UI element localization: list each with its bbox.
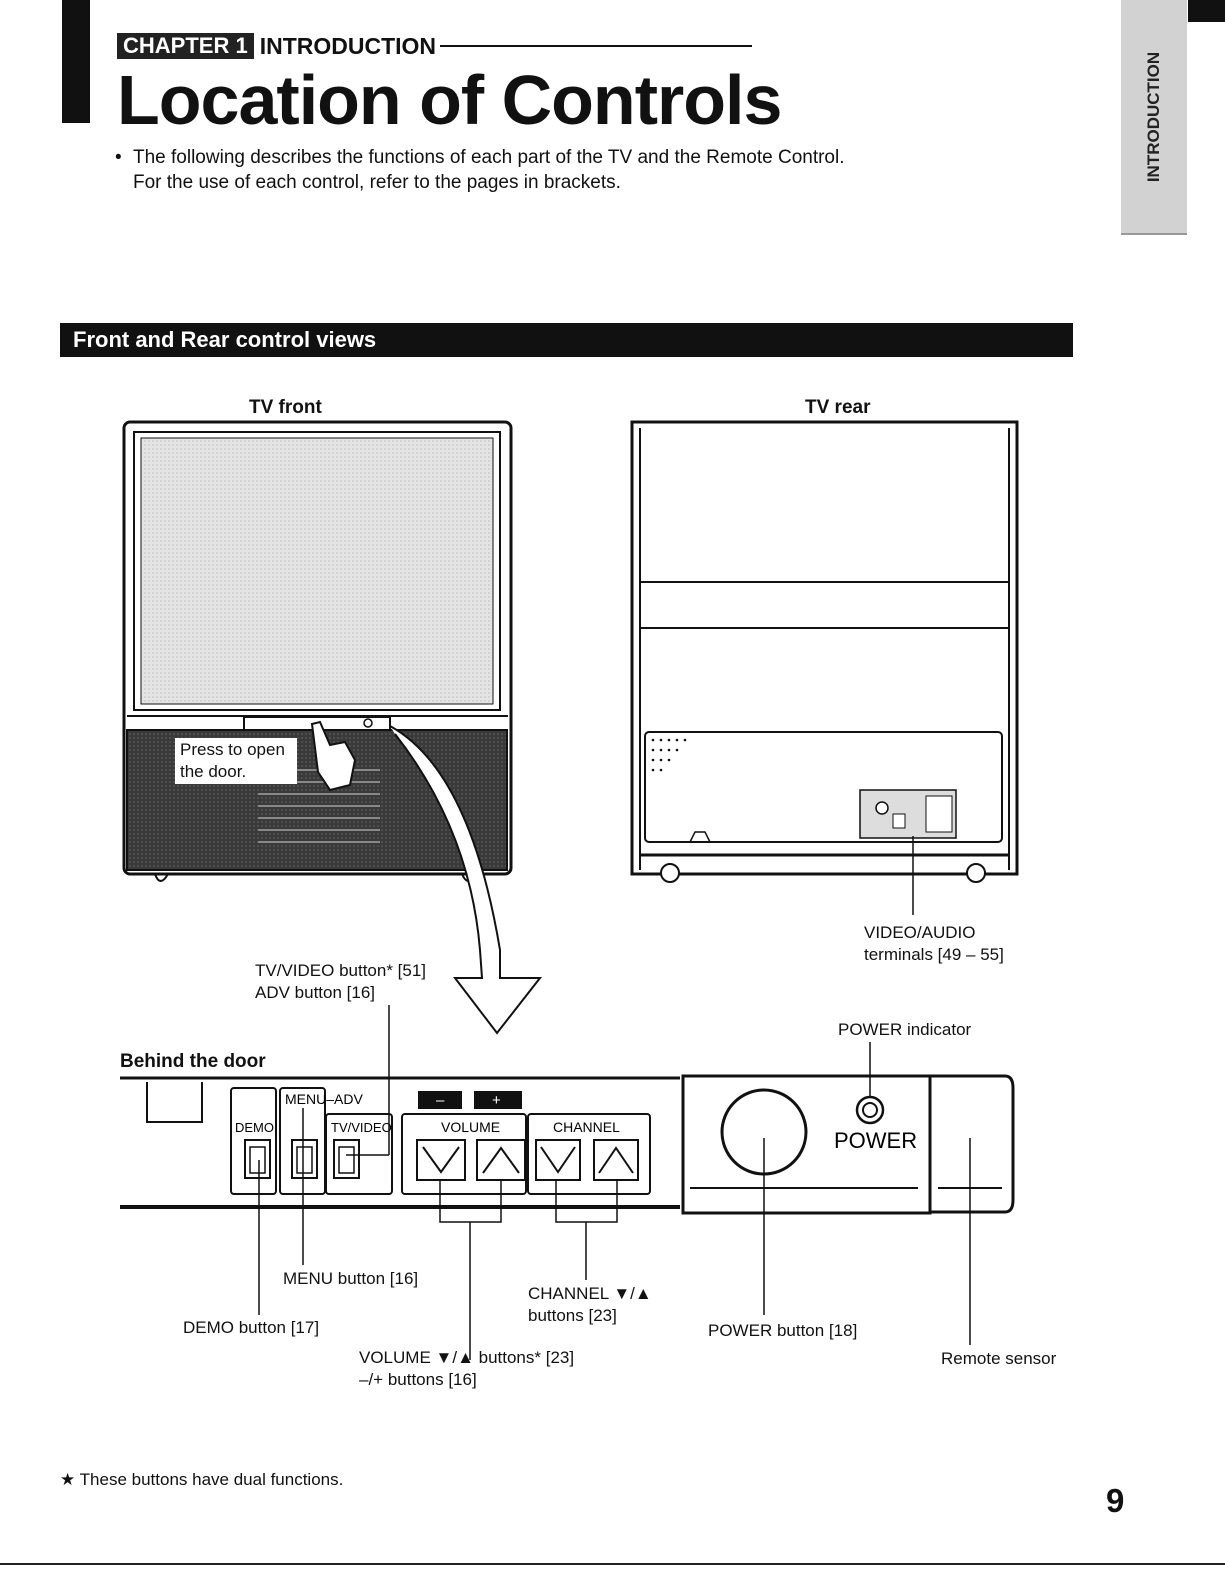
demo-button-callout: DEMO button [17] xyxy=(183,1318,320,1337)
control-panel-drawing xyxy=(120,1074,1015,1215)
chapter-rule xyxy=(440,45,753,47)
panel-demo-label: DEMO xyxy=(235,1120,274,1135)
intro-line-1: The following describes the functions of… xyxy=(133,147,845,168)
tvvideo-button-callout: TV/VIDEO button* [51] xyxy=(255,961,427,980)
section-bar xyxy=(60,323,1073,357)
panel-minus-label: – xyxy=(436,1092,445,1109)
volume-callout-2: –/+ buttons [16] xyxy=(359,1370,477,1389)
corner-block xyxy=(1188,0,1225,22)
section-title: Front and Rear control views xyxy=(73,327,377,352)
chapter-title: INTRODUCTION xyxy=(259,32,437,59)
power-button-callout: POWER button [18] xyxy=(708,1321,858,1340)
channel-callout-1: CHANNEL ▼/▲ xyxy=(528,1284,652,1303)
side-tab xyxy=(1121,0,1187,235)
tv-rear-drawing xyxy=(630,420,1019,915)
adv-button-callout: ADV button [16] xyxy=(255,983,376,1002)
panel-power-label: POWER xyxy=(834,1128,917,1153)
intro-text: • The following describes the functions o… xyxy=(115,145,845,195)
callout-leaders xyxy=(258,1005,971,1360)
panel-tvvideo-label: TV/VIDEO xyxy=(331,1120,392,1135)
power-indicator-callout: POWER indicator xyxy=(838,1020,972,1039)
chapter-marker-bar xyxy=(62,0,90,123)
channel-callout-2: buttons [23] xyxy=(528,1306,617,1325)
page-number: 9 xyxy=(1106,1482,1125,1519)
tv-front-drawing xyxy=(122,420,543,1035)
bullet-icon: • xyxy=(115,147,122,168)
tv-front-heading: TV front xyxy=(249,397,322,418)
chapter-heading: CHAPTER 1 INTRODUCTION xyxy=(117,32,753,59)
panel-menu-adv-label: MENU–ADV xyxy=(285,1091,363,1107)
panel-channel-label: CHANNEL xyxy=(553,1119,620,1135)
press-open-line-2: the door. xyxy=(180,762,246,781)
volume-callout-1: VOLUME ▼/▲ buttons* [23] xyxy=(359,1348,575,1367)
press-open-line-1: Press to open xyxy=(180,740,285,759)
menu-button-callout: MENU button [16] xyxy=(283,1269,419,1288)
panel-volume-label: VOLUME xyxy=(441,1119,500,1135)
panel-plus-label: + xyxy=(492,1092,501,1109)
video-audio-callout-2: terminals [49 – 55] xyxy=(864,945,1004,964)
intro-line-2: For the use of each control, refer to th… xyxy=(133,172,621,193)
page-title: Location of Controls xyxy=(117,61,782,139)
tv-rear-heading: TV rear xyxy=(805,397,871,418)
footnote: ★ These buttons have dual functions. xyxy=(60,1470,344,1489)
video-audio-callout-1: VIDEO/AUDIO xyxy=(864,923,976,942)
remote-sensor-callout: Remote sensor xyxy=(941,1349,1057,1368)
bottom-rule xyxy=(0,1563,1225,1565)
behind-door-heading: Behind the door xyxy=(120,1051,266,1072)
chapter-badge: CHAPTER 1 xyxy=(117,33,254,59)
